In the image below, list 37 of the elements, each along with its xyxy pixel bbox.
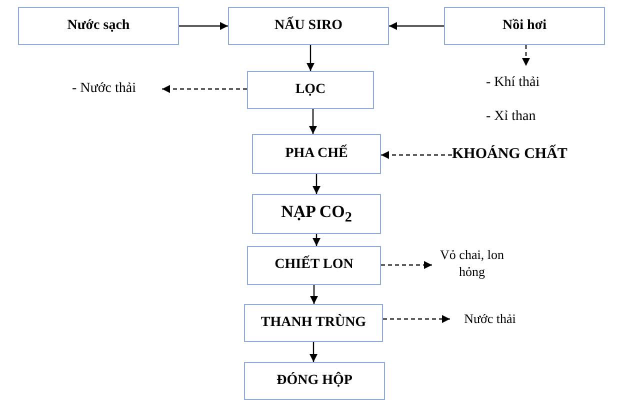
process-box [244,362,385,400]
output-label: - Khí thải [486,74,541,92]
step-label: Nước sạch [67,16,130,35]
step-label: THANH TRÙNG [260,314,366,332]
arrow [381,261,432,269]
process-box [252,194,381,234]
process-box [252,134,381,174]
arrow [312,234,320,246]
arrow [179,22,228,30]
process-box [18,7,179,45]
step-label: LỌC [295,80,326,99]
step-label: PHA CHẾ [285,144,348,163]
step-label: Nồi hơi [502,16,546,35]
step-label: CHIẾT LON [274,256,354,274]
output-label: Nước thải [464,310,516,328]
arrow [381,151,452,159]
arrow [310,285,318,304]
process-box [444,7,605,45]
arrow [306,45,314,71]
process-box [247,246,381,285]
arrow [162,85,247,93]
arrow [309,109,317,134]
process-box [228,7,389,45]
output-label: - Nước thải [72,80,137,98]
process-box [244,304,383,342]
arrow [522,45,530,66]
output-label: - Xỉ than [486,108,537,126]
arrow [389,22,444,30]
step-label: NẠP CO$_{2}$ [281,201,352,227]
process-box [247,71,374,109]
arrow [312,174,320,194]
arrow [310,342,318,362]
step-label: ĐÓNG HỘP [276,372,352,390]
output-label: Vỏ chai, lon hỏng [439,247,505,281]
output-label: KHOÁNG CHẤT [452,145,568,164]
step-label: NẤU SIRO [274,16,343,35]
arrow [383,315,450,323]
